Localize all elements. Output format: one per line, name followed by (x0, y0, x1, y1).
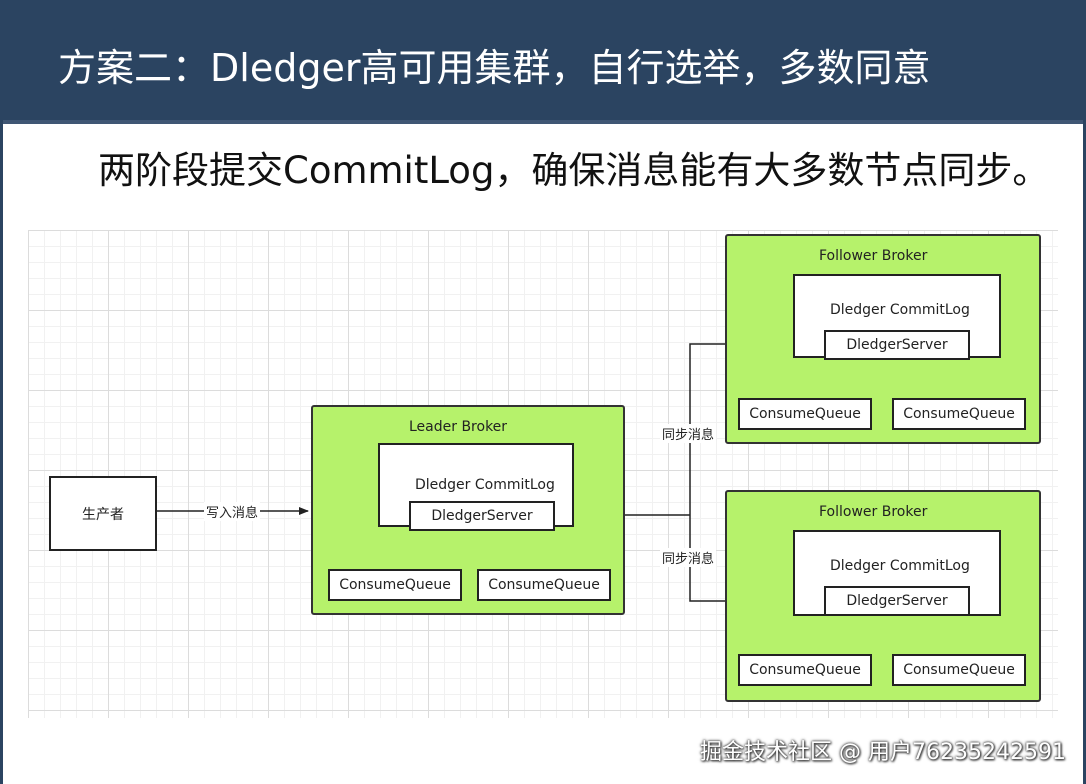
leader-broker-title: Leader Broker (409, 419, 508, 435)
follower-bottom-dledger-server: DledgerServer (824, 586, 970, 616)
leader-consume-queue-1: ConsumeQueue (328, 569, 462, 601)
leader-broker: Leader Broker Dledger CommitLog DledgerS… (311, 405, 625, 615)
left-border (0, 120, 3, 784)
slide-title: 方案二：Dledger高可用集群，自行选举，多数同意 (58, 46, 931, 90)
follower-bottom-title: Follower Broker (819, 504, 928, 520)
follower-bottom-dledger-server-label: DledgerServer (846, 593, 948, 609)
follower-broker-top: Follower Broker Dledger CommitLog Dledge… (725, 234, 1041, 444)
write-edge-label: 写入消息 (204, 502, 261, 521)
leader-consume-queue-2: ConsumeQueue (477, 569, 611, 601)
follower-bottom-consume-queue-1: ConsumeQueue (738, 654, 872, 686)
producer-label: 生产者 (82, 506, 124, 523)
follower-bottom-consume-queue-2: ConsumeQueue (892, 654, 1026, 686)
follower-top-dledger-server-label: DledgerServer (846, 337, 948, 353)
follower-top-dledger-server: DledgerServer (824, 330, 970, 360)
follower-bottom-consume-queue-2-label: ConsumeQueue (903, 662, 1015, 678)
slide-header: 方案二：Dledger高可用集群，自行选举，多数同意 (0, 0, 1086, 124)
right-border (1083, 120, 1086, 784)
follower-broker-bottom: Follower Broker Dledger CommitLog Dledge… (725, 490, 1041, 702)
follower-top-consume-queue-2-label: ConsumeQueue (903, 406, 1015, 422)
leader-dledger-server-label: DledgerServer (431, 508, 533, 524)
follower-top-consume-queue-2: ConsumeQueue (892, 398, 1026, 430)
follower-top-commitlog-label: Dledger CommitLog (830, 302, 970, 318)
follower-top-consume-queue-1-label: ConsumeQueue (749, 406, 861, 422)
leader-commitlog-label: Dledger CommitLog (415, 477, 555, 493)
watermark-text: 掘金技术社区 @ 用户76235242591 (700, 740, 1066, 765)
leader-dledger-server: DledgerServer (409, 501, 555, 531)
sync-edge-bottom-label: 同步消息 (660, 548, 717, 567)
follower-bottom-commitlog-label: Dledger CommitLog (830, 558, 970, 574)
follower-top-consume-queue-1: ConsumeQueue (738, 398, 872, 430)
sync-edge-top-label: 同步消息 (660, 424, 717, 443)
producer-node: 生产者 (49, 476, 157, 551)
follower-top-title: Follower Broker (819, 248, 928, 264)
leader-consume-queue-1-label: ConsumeQueue (339, 577, 451, 593)
follower-bottom-consume-queue-1-label: ConsumeQueue (749, 662, 861, 678)
slide-subtitle: 两阶段提交CommitLog，确保消息能有大多数节点同步。 (98, 149, 1050, 192)
leader-consume-queue-2-label: ConsumeQueue (488, 577, 600, 593)
